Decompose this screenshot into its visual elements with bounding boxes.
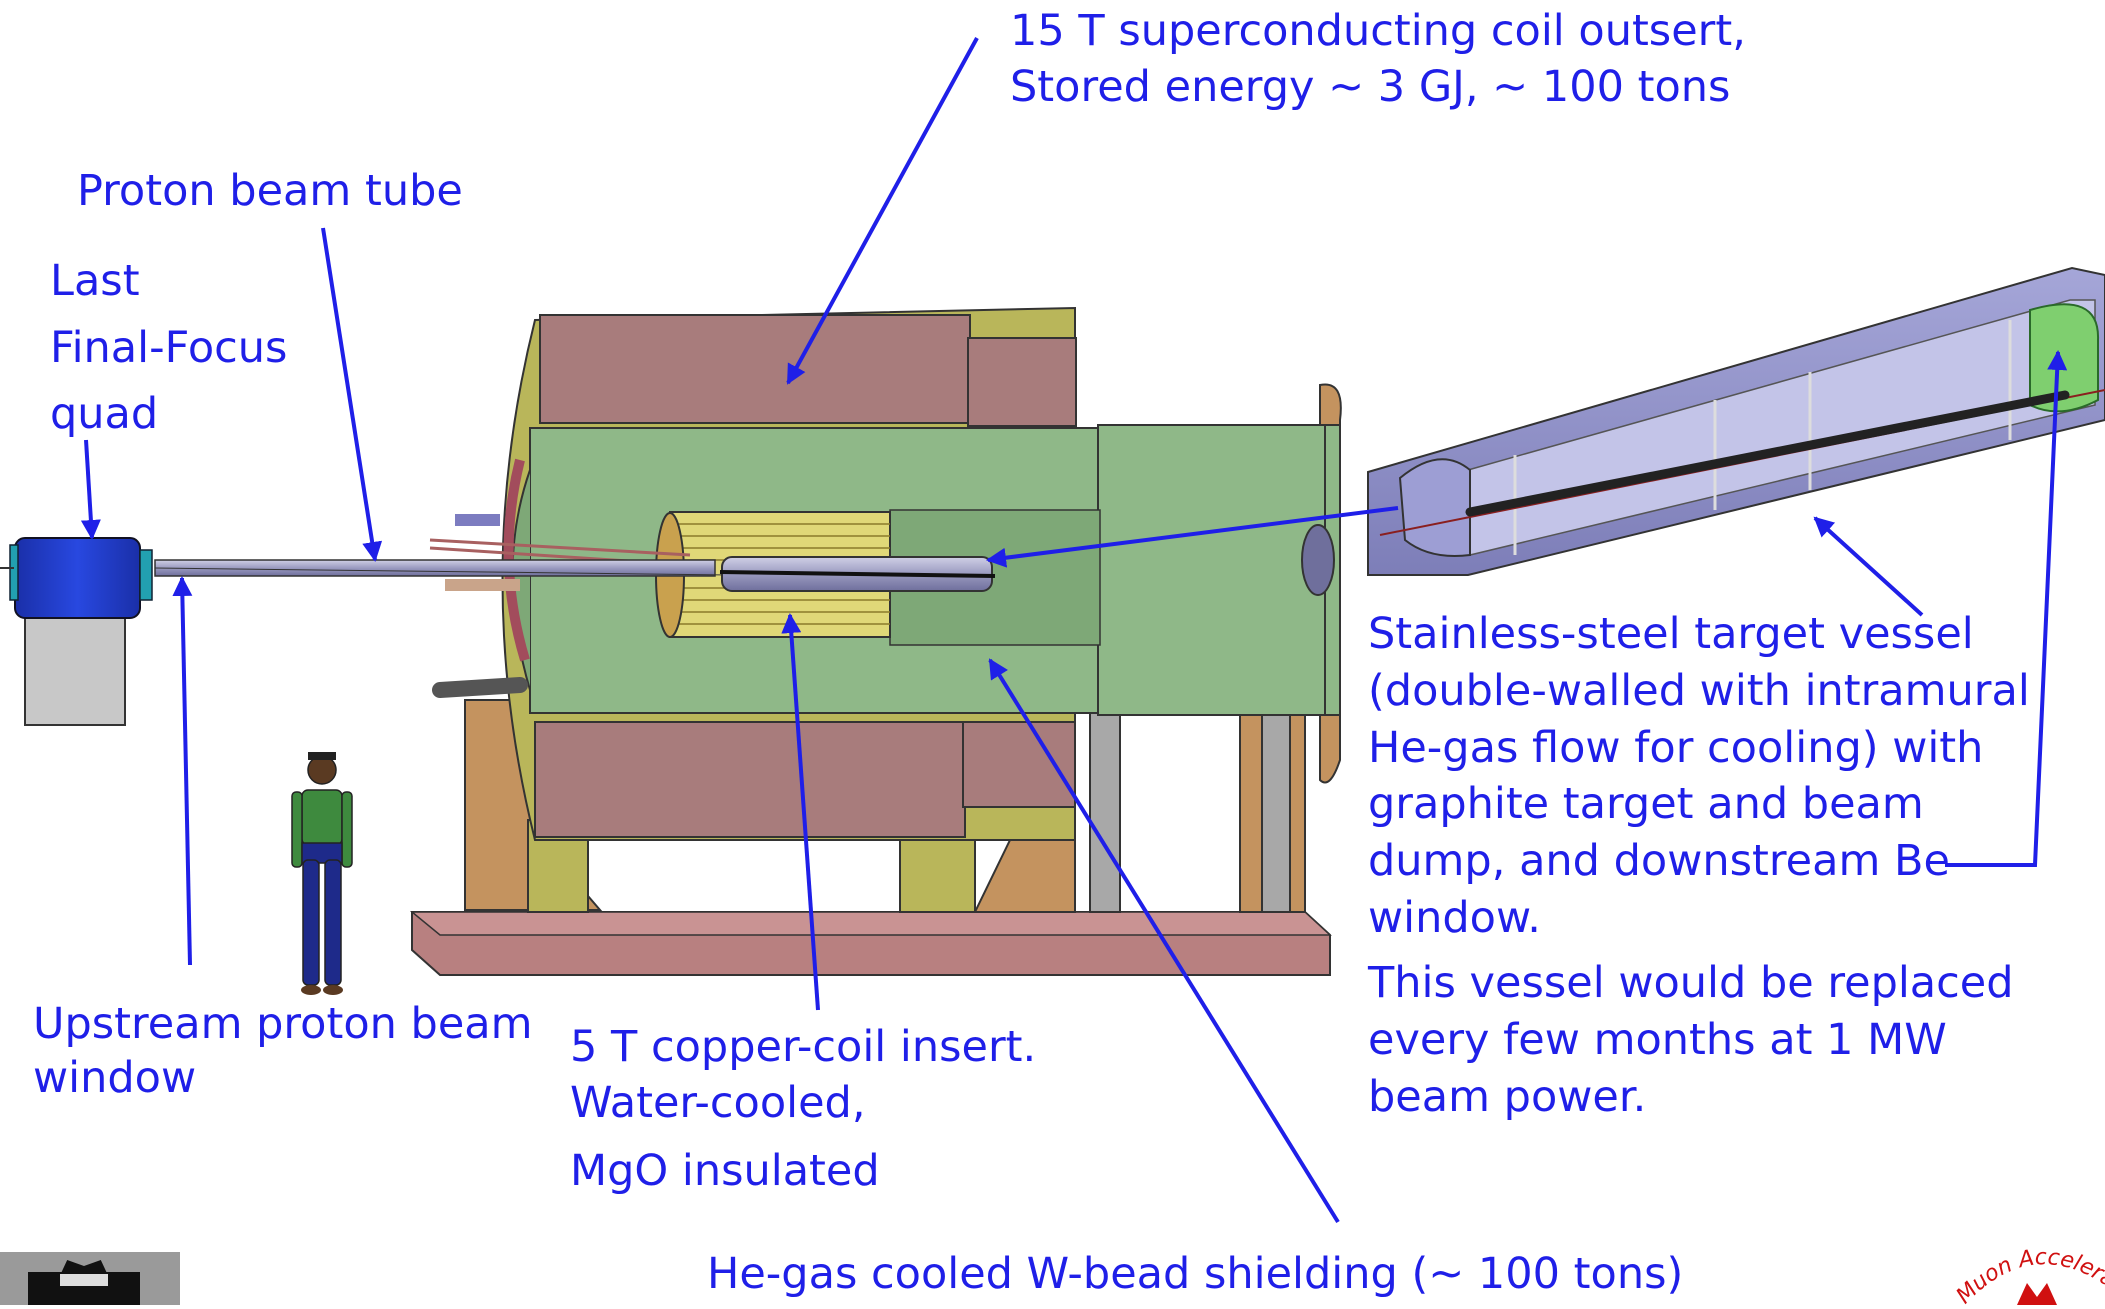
upstream-window-label-line-1: Upstream proton beam: [33, 999, 533, 1049]
quad-label-line-3: quad: [50, 389, 159, 440]
be-window-leader-arrow: [1945, 350, 2068, 867]
outsert-label-line-2: Stored energy ~ 3 GJ, ~ 100 tons: [1010, 61, 1731, 112]
final-focus-quad: [0, 537, 153, 726]
proton-beam-tube: [154, 559, 731, 577]
vessel-note-line-1: This vessel would be replaced: [1368, 958, 2014, 1008]
institution-crest-logo: [0, 1252, 180, 1305]
upstream-window-label-line-2: window: [33, 1052, 197, 1103]
vessel-replacement-note: This vessel would be replaced every few …: [1368, 955, 2014, 1125]
target-vessel-label-line-5: dump, and downstream Be: [1368, 836, 1950, 886]
target-vessel-label-line-2: (double-walled with intramural: [1368, 665, 2030, 716]
beam-tube-leader-arrow: [321, 227, 383, 562]
copper-insert-label-line-1: 5 T copper-coil insert.: [570, 1022, 1037, 1072]
copper-insert-label-line-3: MgO insulated: [570, 1145, 880, 1196]
beam-tube-label: Proton beam tube: [77, 166, 463, 216]
target-vessel-label-line-4: graphite target and beam: [1368, 779, 1924, 830]
outsert-label-line-1: 15 T superconducting coil outsert,: [1010, 6, 1746, 56]
shielding-label: He-gas cooled W-bead shielding (~ 100 to…: [707, 1249, 1684, 1299]
target-vessel-label-line-3: He-gas flow for cooling) with: [1368, 722, 1984, 773]
muon-accelerator-logo: Muon Accelerat: [1955, 1245, 2105, 1305]
quad-label-line-2: Final-Focus: [50, 322, 288, 373]
quad-label-line-1: Last: [50, 256, 140, 306]
outsert-leader-arrow: [786, 37, 979, 385]
shielding-leader-arrow: [988, 658, 1340, 1224]
copper-insert-label: 5 T copper-coil insert. Water-cooled, Mg…: [570, 1020, 1036, 1200]
target-vessel-label-line-6: window.: [1368, 892, 1541, 943]
upstream-window-label: Upstream proton beam window: [33, 998, 533, 1106]
human-scale-figure: [291, 752, 353, 995]
copper-insert-label-line-2: Water-cooled,: [570, 1077, 866, 1128]
quad-label: Last Final-Focus quad: [50, 248, 287, 448]
upstream-window-leader-arrow: [172, 576, 193, 966]
copper-insert-leader-arrow: [781, 613, 820, 1011]
quad-leader-arrow: [80, 439, 101, 540]
target-vessel-label: Stainless-steel target vessel (double-wa…: [1368, 606, 2030, 947]
vessel-note-line-3: beam power.: [1368, 1071, 1647, 1122]
target-vessel-label-line-1: Stainless-steel target vessel: [1368, 609, 1974, 659]
vessel-in-situ-leader-arrow: [986, 506, 1399, 568]
vessel-note-line-2: every few months at 1 MW: [1368, 1014, 1947, 1065]
target-vessel-in-situ: [719, 556, 996, 592]
outsert-label: 15 T superconducting coil outsert, Store…: [1010, 4, 1746, 116]
vessel-cutaway-leader-arrow: [1813, 516, 1924, 617]
